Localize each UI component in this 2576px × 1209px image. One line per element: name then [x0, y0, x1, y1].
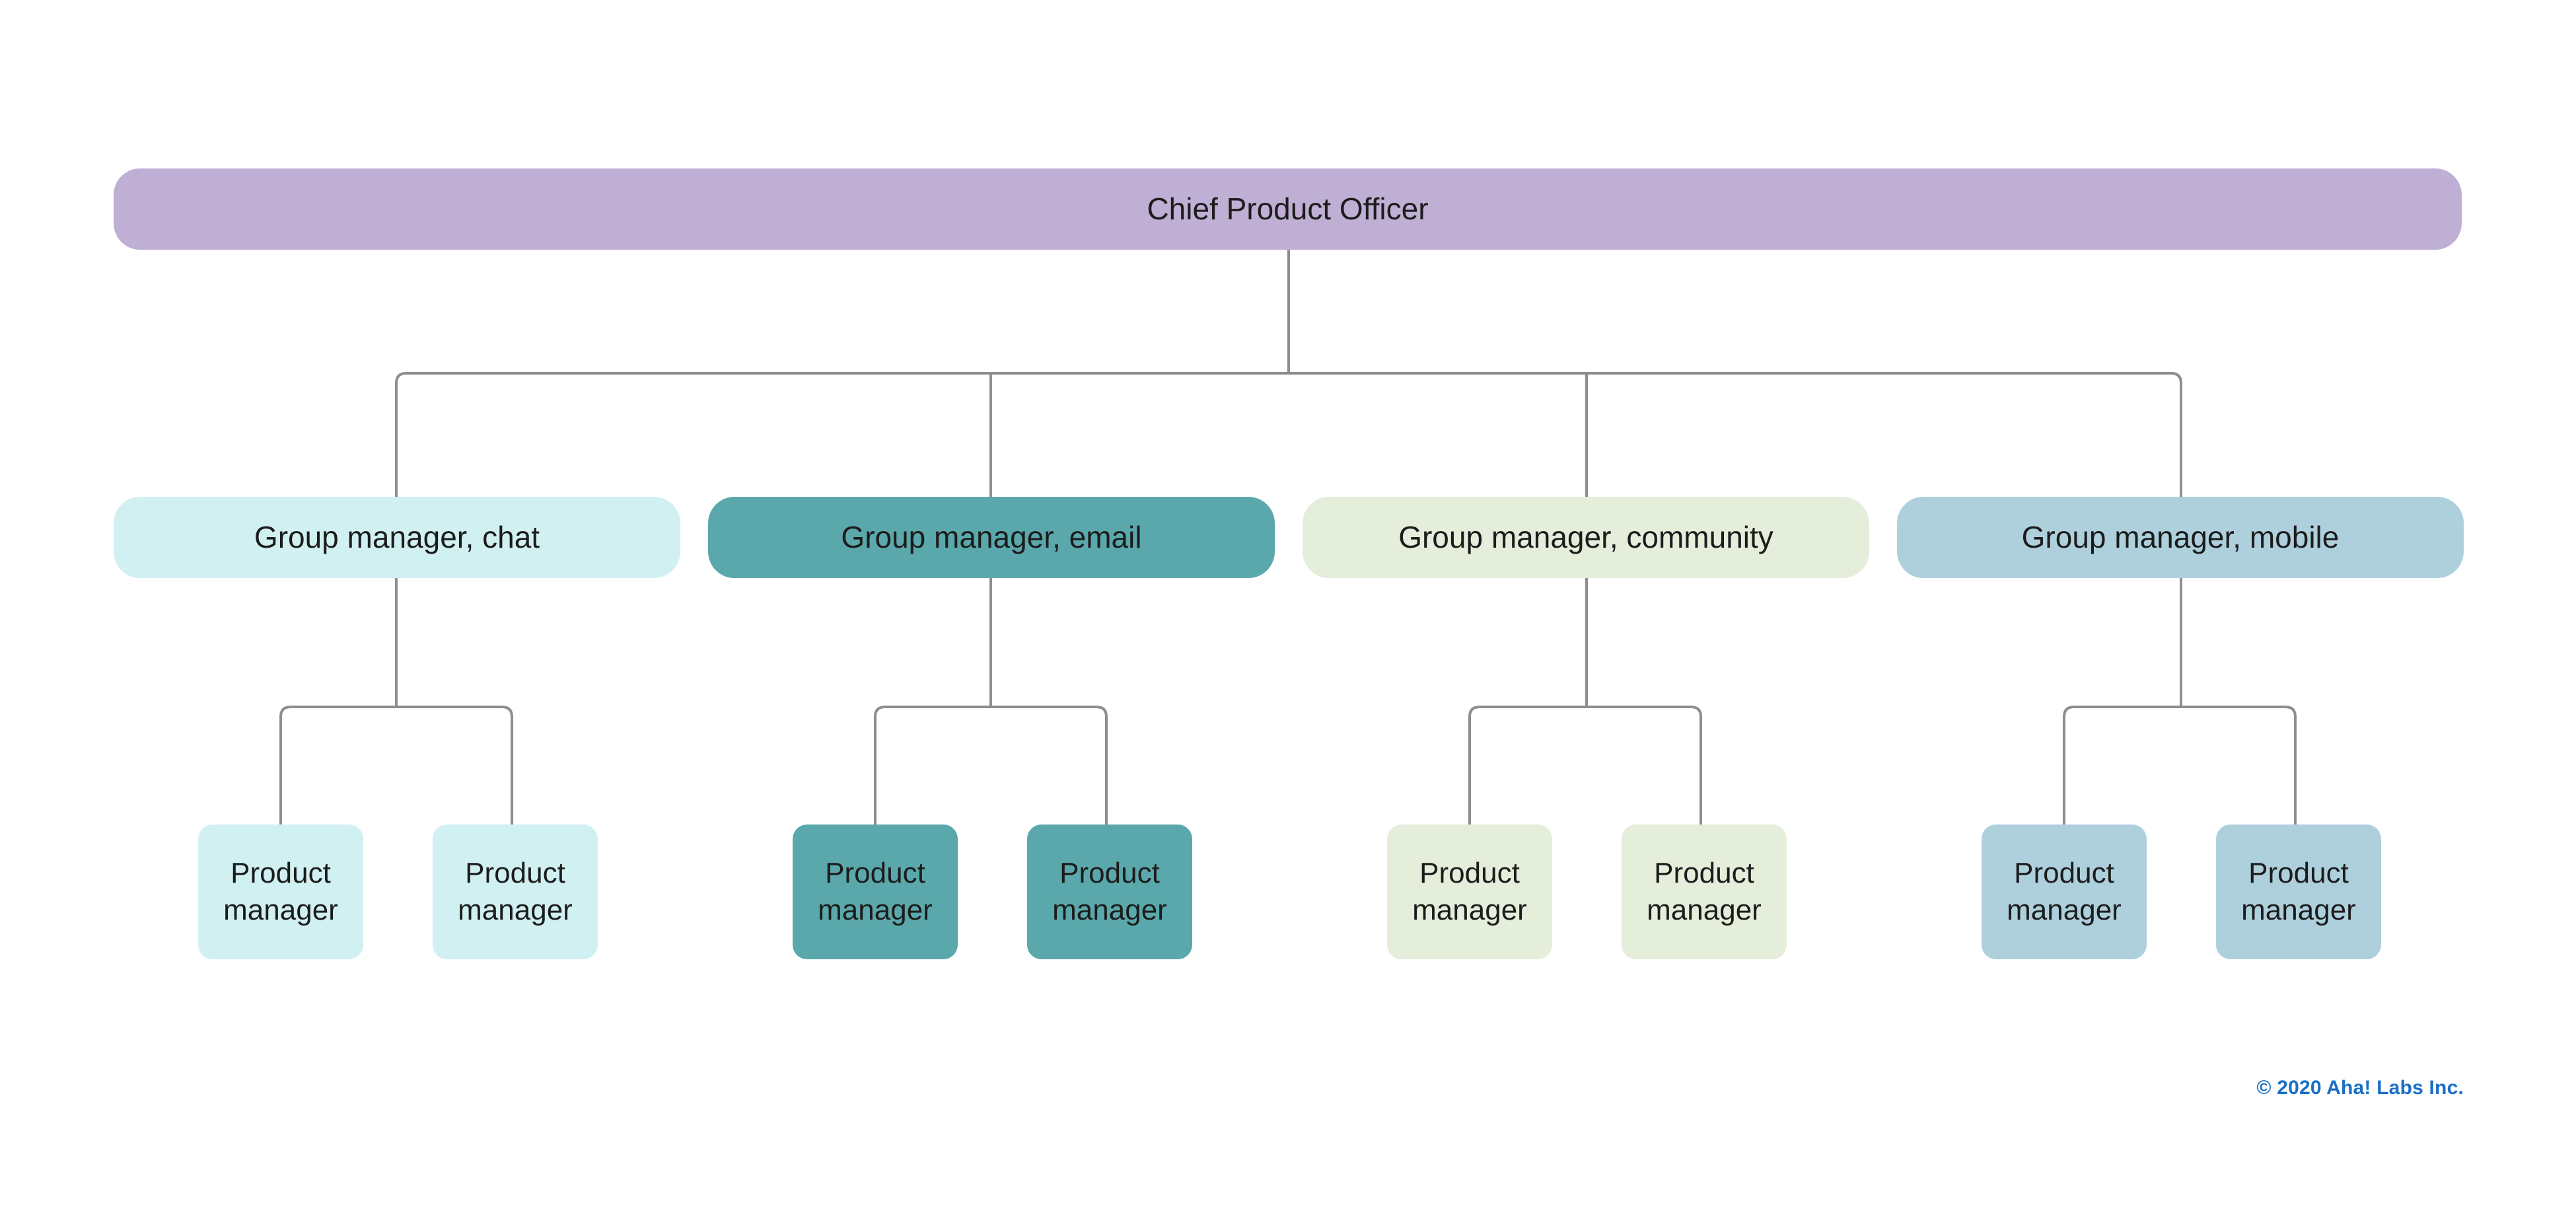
- node-group-manager-email[interactable]: Group manager, email: [708, 497, 1275, 578]
- node-product-manager-community-2[interactable]: Product manager: [1622, 824, 1787, 959]
- connector-community-branch: [1468, 706, 1702, 824]
- node-product-manager-email-2[interactable]: Product manager: [1027, 824, 1192, 959]
- node-chief-product-officer[interactable]: Chief Product Officer: [114, 168, 2462, 250]
- node-label: Product manager: [1052, 856, 1167, 926]
- connector-email-branch: [874, 706, 1108, 824]
- node-label: Chief Product Officer: [1147, 192, 1429, 227]
- node-label: Product manager: [1647, 856, 1762, 926]
- node-label: Product manager: [2241, 856, 2356, 926]
- node-label: Product manager: [223, 856, 338, 926]
- node-product-manager-chat-2[interactable]: Product manager: [433, 824, 598, 959]
- node-label: Product manager: [1412, 856, 1527, 926]
- connector-mobile-branch: [2063, 706, 2297, 824]
- node-label: Group manager, community: [1398, 520, 1773, 555]
- node-product-manager-mobile-1[interactable]: Product manager: [1982, 824, 2147, 959]
- node-group-manager-chat[interactable]: Group manager, chat: [114, 497, 680, 578]
- node-product-manager-mobile-2[interactable]: Product manager: [2216, 824, 2381, 959]
- node-product-manager-community-1[interactable]: Product manager: [1387, 824, 1552, 959]
- connector-chat-branch: [279, 706, 513, 824]
- node-label: Product manager: [818, 856, 933, 926]
- node-product-manager-email-1[interactable]: Product manager: [793, 824, 958, 959]
- connector-level2-bus: [395, 372, 2182, 497]
- node-label: Group manager, email: [841, 520, 1142, 555]
- node-label: Product manager: [458, 856, 573, 926]
- node-label: Group manager, mobile: [2021, 520, 2340, 555]
- node-product-manager-chat-1[interactable]: Product manager: [198, 824, 363, 959]
- node-label: Group manager, chat: [254, 520, 540, 555]
- copyright-notice: © 2020 Aha! Labs Inc.: [2256, 1077, 2464, 1099]
- node-group-manager-community[interactable]: Group manager, community: [1303, 497, 1869, 578]
- node-group-manager-mobile[interactable]: Group manager, mobile: [1897, 497, 2464, 578]
- node-label: Product manager: [2007, 856, 2122, 926]
